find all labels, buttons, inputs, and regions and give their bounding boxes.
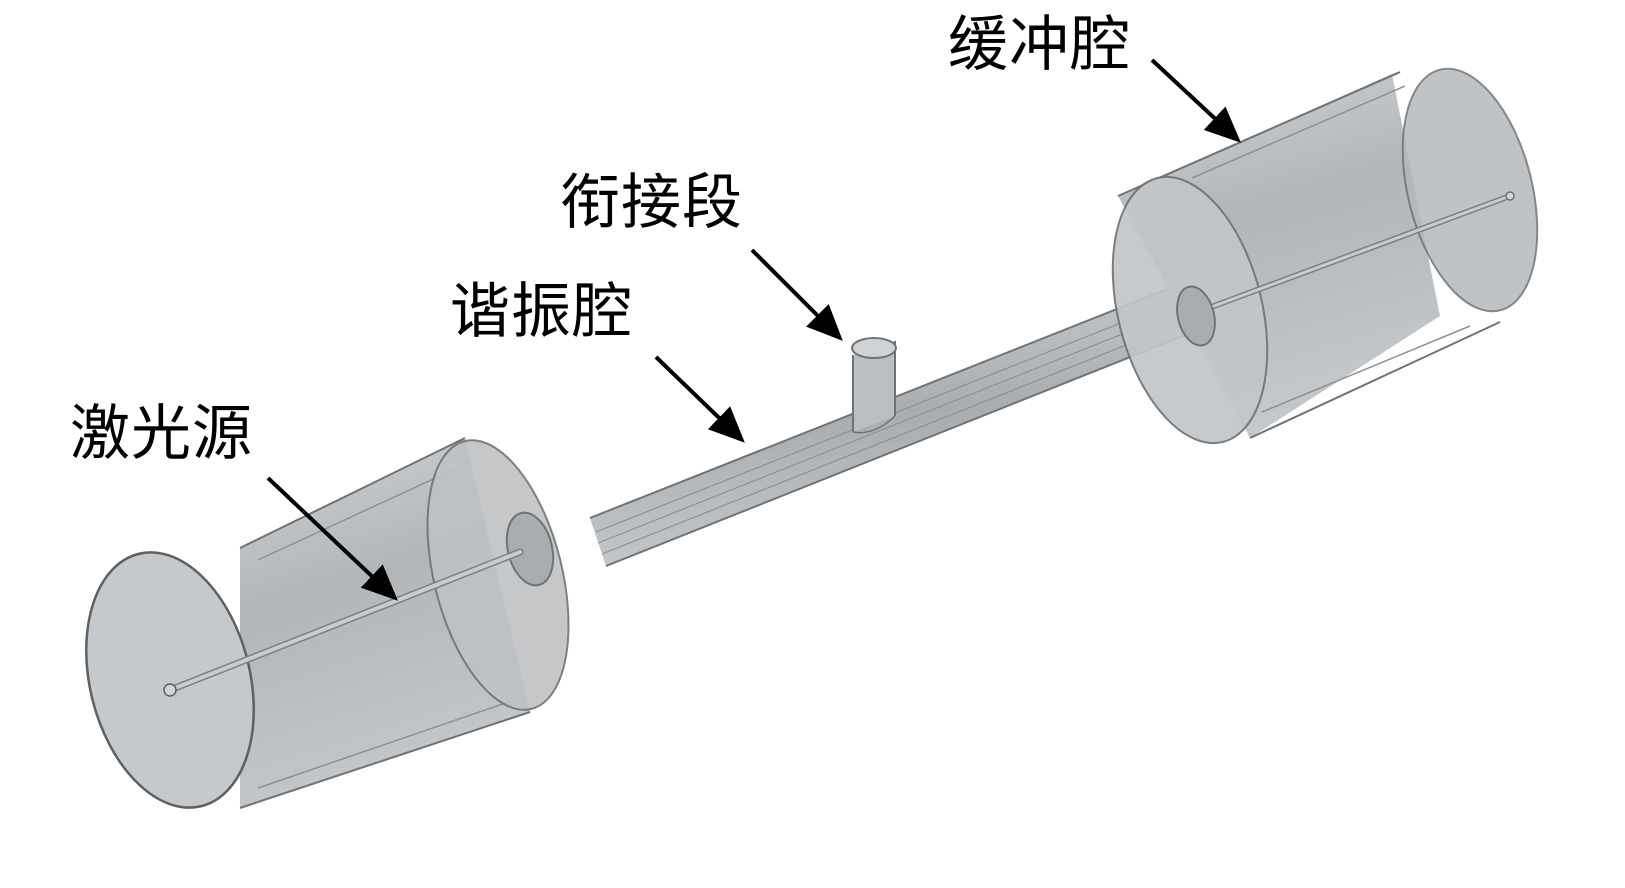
annotation-arrows — [266, 58, 1241, 601]
joint-section-arrow — [750, 248, 843, 341]
joint-section-tube — [851, 337, 897, 434]
buffer-cavity-label: 缓冲腔 — [948, 10, 1131, 80]
buffer-cavity-cylinder — [1111, 67, 1539, 445]
resonant-cavity-label: 谐振腔 — [450, 277, 633, 347]
resonant-cavity-tube — [589, 283, 1199, 567]
buffer-cavity-arrow — [1150, 58, 1241, 143]
laser-source-arrow — [266, 476, 398, 601]
laser-source-cylinder — [84, 437, 570, 809]
joint-section-label: 衔接段 — [560, 168, 743, 238]
resonant-cavity-arrow — [654, 355, 745, 443]
laser-source-label: 激光源 — [70, 399, 253, 469]
